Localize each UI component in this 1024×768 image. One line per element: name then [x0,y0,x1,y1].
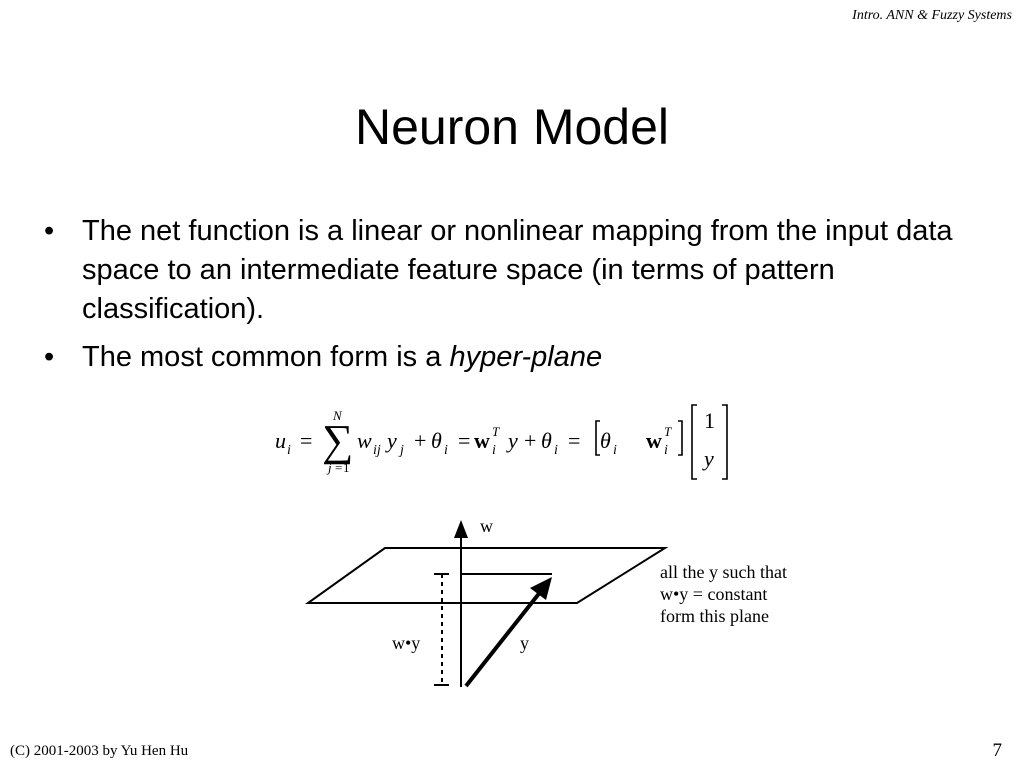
eq-theta-sub: i [444,443,448,458]
eq-w-sub: ij [373,443,381,458]
eq-bold-w: w [646,428,662,453]
eq-equals: = [568,428,580,453]
w-arrow-icon [454,520,468,538]
eq-equals: = [300,428,312,453]
eq-y: y [506,428,518,453]
y-label: y [520,633,529,653]
sigma-icon: ∑ [322,416,353,465]
eq-sum-upper: N [332,408,343,423]
eq-u: u [275,428,286,453]
eq-u-sub: i [287,443,291,458]
slide-title: Neuron Model [354,99,670,155]
column-bracket-left-icon [691,404,697,480]
wy-label: w•y [392,633,420,653]
eq-y-sub: j [398,443,404,458]
eq-transpose: T [492,424,500,439]
eq-plus: + [414,428,426,453]
eq-vector-one: 1 [704,408,715,433]
plane-note-line2: w•y = constant [660,584,767,604]
row-bracket-left-icon [595,420,600,456]
y-vector-line [464,589,543,688]
page-number: 7 [992,740,1003,761]
eq-transpose: T [664,424,672,439]
eq-w-sub: i [664,443,668,458]
eq-sum-lower-j: j [326,460,332,475]
eq-theta: θ [600,428,611,453]
hyperplane-diagram: w w•y y all the y such that w•y = consta… [304,516,787,688]
bullet-text: The most common form is a [82,341,450,373]
eq-bold-w: w [474,428,490,453]
y-arrow-icon [530,577,552,600]
eq-plus: + [524,428,536,453]
eq-w: w [357,428,372,453]
eq-theta: θ [431,428,442,453]
plane-note-line3: form this plane [660,606,769,626]
copyright-footer: (C) 2001-2003 by Yu Hen Hu [10,743,189,759]
bullet-dot-icon: • [44,341,55,373]
w-label: w [480,516,493,536]
eq-sum-lower-eq: = [335,460,342,475]
hyperplane-equation: u i = N ∑ j = 1 w ij y j + θ i = w T i y… [275,404,728,480]
eq-theta: θ [541,428,552,453]
bullet-item: • The most common form is a hyper-plane [40,338,970,377]
eq-equals: = [458,428,470,453]
column-bracket-right-icon [722,404,728,480]
bullet-emphasis: hyper-plane [449,341,603,373]
plane-note-line1: all the y such that [660,562,787,582]
eq-sum-lower-one: 1 [343,460,350,475]
eq-w-sub: i [492,443,496,458]
bullet-text: The net function is a linear or nonlinea… [82,215,953,325]
bullet-item: • The net function is a linear or nonlin… [40,212,970,329]
bullet-list: • The net function is a linear or nonlin… [40,212,970,386]
eq-vector-y: y [702,446,714,471]
eq-theta-sub: i [613,443,617,458]
hyperplane-shape [304,547,669,604]
course-header: Intro. ANN & Fuzzy Systems [852,8,1012,23]
eq-y: y [385,428,397,453]
eq-theta-sub: i [554,443,558,458]
bullet-dot-icon: • [44,215,55,247]
row-bracket-right-icon [678,420,683,456]
